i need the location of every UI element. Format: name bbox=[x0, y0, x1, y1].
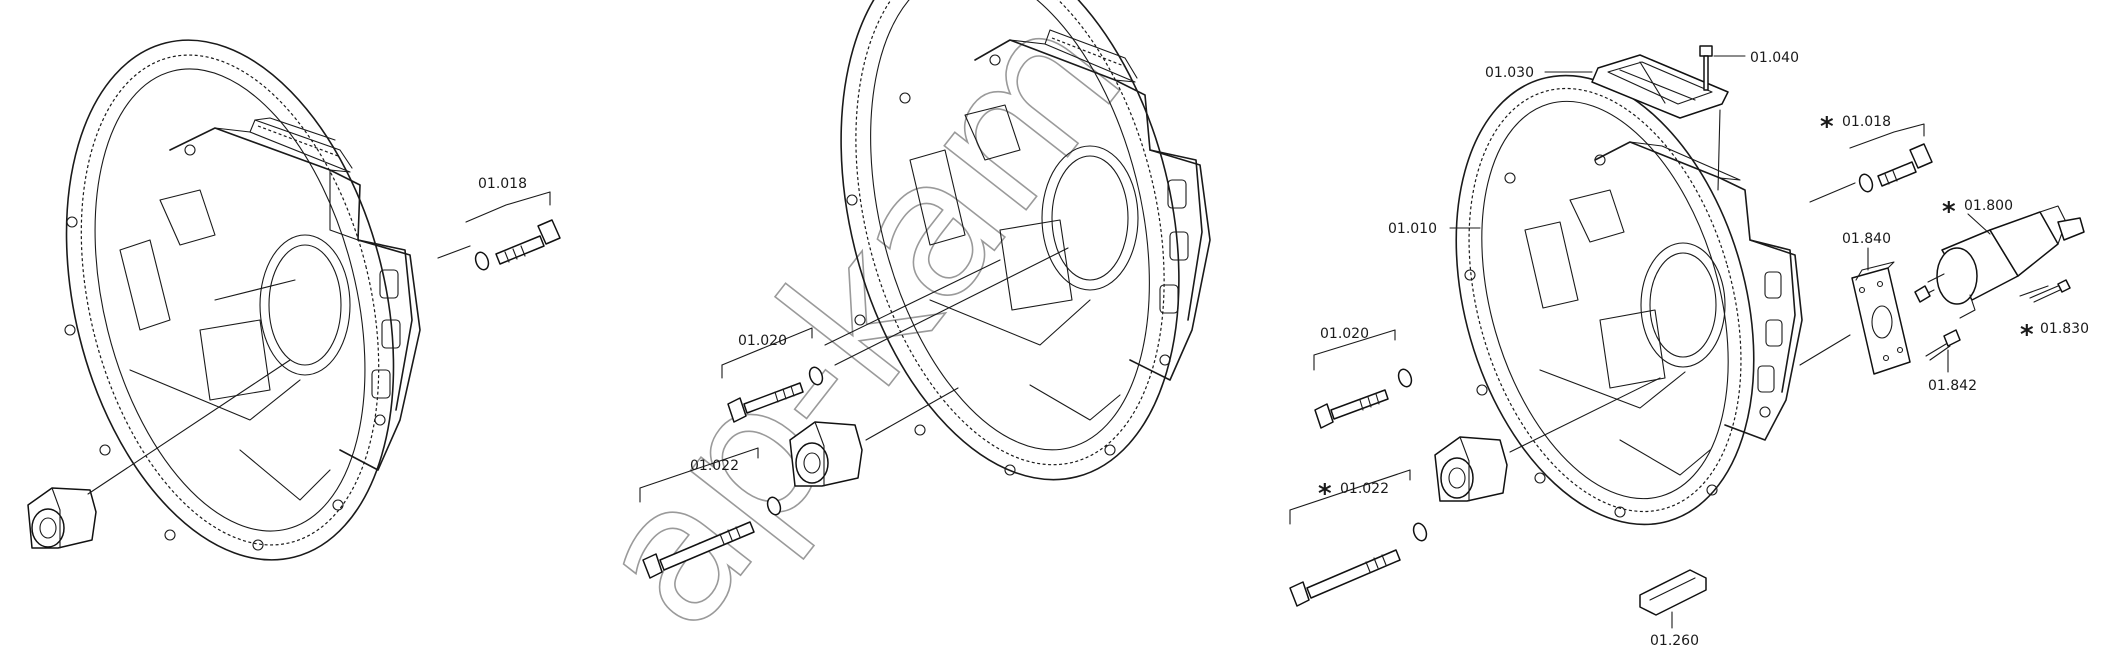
label-01030: 01.030 bbox=[1485, 65, 1534, 81]
label-01830: 01.830 bbox=[2040, 321, 2089, 337]
label-01022: 01.022 bbox=[690, 458, 739, 474]
label-01842: 01.842 bbox=[1928, 378, 1977, 394]
cover-01030 bbox=[1591, 54, 1729, 119]
label-01020: 01.020 bbox=[738, 333, 787, 349]
screw-01040 bbox=[1699, 45, 1746, 91]
label-01260: 01.260 bbox=[1650, 633, 1699, 649]
asterisk-marker: * bbox=[1942, 197, 1956, 227]
label-01020-right: 01.020 bbox=[1320, 326, 1369, 342]
leader-line bbox=[1799, 334, 1851, 366]
bushing-middle bbox=[789, 421, 863, 487]
label-01840: 01.840 bbox=[1842, 231, 1891, 247]
label-01018-right: 01.018 bbox=[1842, 114, 1891, 130]
label-01800: 01.800 bbox=[1964, 198, 2013, 214]
screw-01830 bbox=[2019, 279, 2071, 303]
plate-01840 bbox=[1851, 247, 1911, 375]
bolt-01022-middle bbox=[639, 447, 782, 579]
bolt-01020-right bbox=[1313, 329, 1413, 429]
housing-middle bbox=[840, 0, 1211, 481]
watermark-text: ap-kam bbox=[551, 0, 1165, 665]
leader-line bbox=[87, 359, 291, 495]
cylinder-01800 bbox=[1914, 205, 2085, 319]
leader-line bbox=[1967, 213, 1991, 235]
bolt-01018-right bbox=[1809, 123, 1933, 203]
housing-left bbox=[64, 39, 421, 561]
screw-01842 bbox=[1925, 329, 1961, 373]
gasket-01260 bbox=[1639, 569, 1707, 629]
label-01010: 01.010 bbox=[1388, 221, 1437, 237]
label-01022-right: 01.022 bbox=[1340, 481, 1389, 497]
leader-line bbox=[1717, 109, 1721, 191]
leader-line bbox=[824, 259, 1001, 346]
asterisk-marker: * bbox=[2020, 320, 2034, 350]
asterisk-marker: * bbox=[1820, 112, 1834, 142]
asterisk-marker: * bbox=[1318, 479, 1332, 509]
bolt-01022-right bbox=[1289, 469, 1428, 607]
label-01018: 01.018 bbox=[478, 176, 527, 192]
bolt-01018-left bbox=[437, 191, 561, 271]
label-01040: 01.040 bbox=[1750, 50, 1799, 66]
leader-line bbox=[865, 387, 959, 441]
leader-line bbox=[834, 247, 1069, 366]
bushing-left bbox=[27, 487, 97, 549]
leader-line bbox=[1509, 377, 1661, 453]
bushing-right bbox=[1434, 436, 1508, 502]
bolt-01020-middle bbox=[721, 327, 824, 423]
